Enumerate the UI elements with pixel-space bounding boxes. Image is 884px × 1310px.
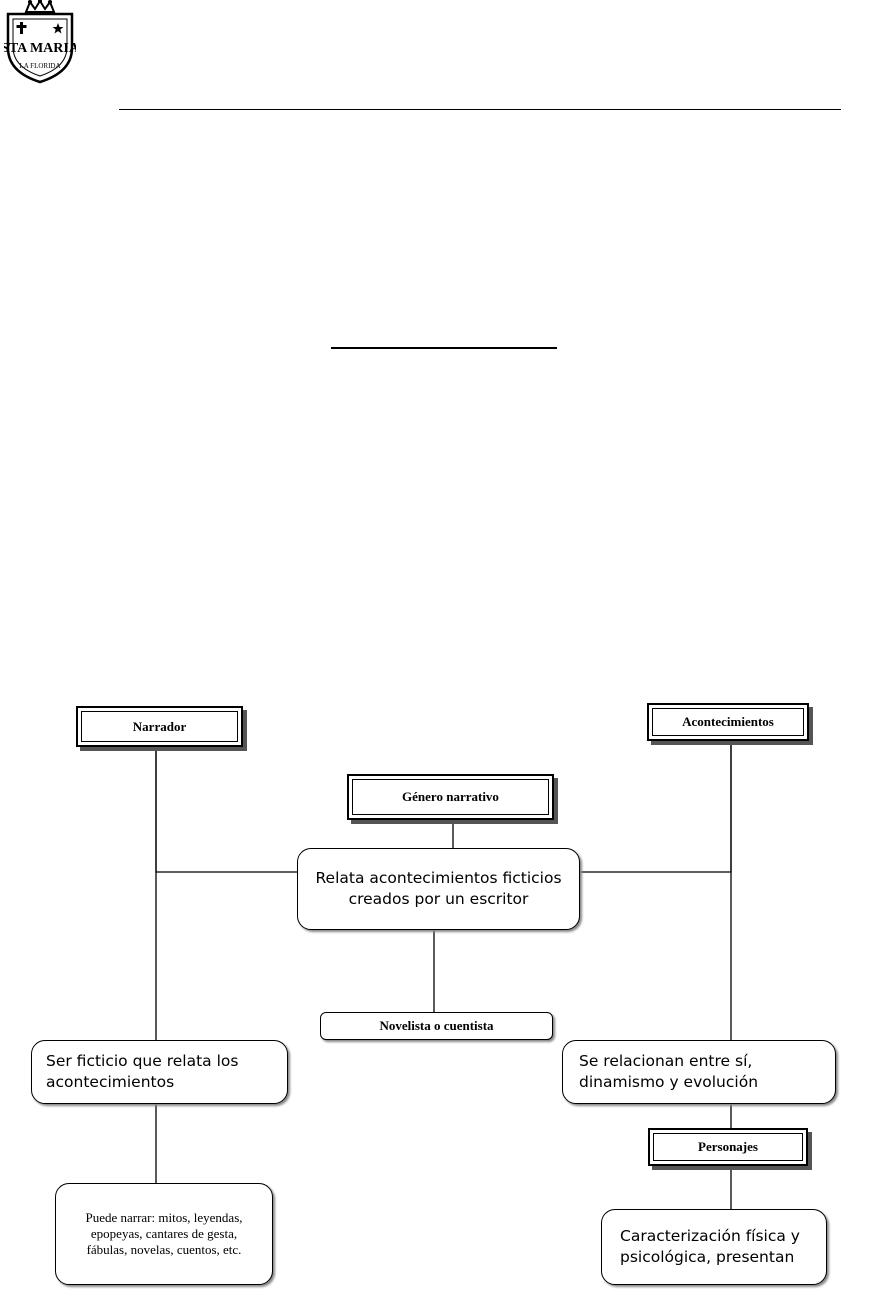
node-characters-title-label: Personajes bbox=[653, 1133, 803, 1161]
node-definition: Relata acontecimientos ficticios creados… bbox=[297, 848, 580, 930]
node-events-title: Acontecimientos bbox=[647, 703, 809, 741]
node-events-title-label: Acontecimientos bbox=[652, 708, 804, 736]
node-narrator-detail: Puede narrar: mitos, leyendas, epopeyas,… bbox=[55, 1183, 273, 1285]
node-narrator-description-text: Ser ficticio que relata los acontecimien… bbox=[46, 1052, 239, 1091]
logo-subtext: LA FLORIDA bbox=[19, 62, 60, 70]
title-underline bbox=[331, 347, 557, 349]
node-narrator-title: Narrador bbox=[76, 706, 243, 747]
node-characters-description-text: Caracterización física y psicológica, pr… bbox=[620, 1227, 800, 1266]
node-events-description-text: Se relacionan entre sí, dinamismo y evol… bbox=[579, 1052, 759, 1091]
node-characters-description: Caracterización física y psicológica, pr… bbox=[601, 1209, 827, 1285]
node-narrator-title-label: Narrador bbox=[81, 711, 238, 742]
school-crest-logo: STA MARIA LA FLORIDA bbox=[4, 0, 76, 84]
header-rule bbox=[119, 109, 841, 110]
node-author-text: Novelista o cuentista bbox=[379, 1018, 494, 1033]
node-root: Género narrativo bbox=[347, 774, 554, 820]
node-root-label: Género narrativo bbox=[352, 779, 549, 815]
node-events-description: Se relacionan entre sí, dinamismo y evol… bbox=[562, 1040, 836, 1104]
node-characters-title: Personajes bbox=[648, 1128, 808, 1166]
logo-text: STA MARIA bbox=[4, 41, 76, 56]
node-author: Novelista o cuentista bbox=[320, 1012, 553, 1040]
node-narrator-detail-text: Puede narrar: mitos, leyendas, epopeyas,… bbox=[85, 1210, 243, 1257]
node-narrator-description: Ser ficticio que relata los acontecimien… bbox=[31, 1040, 288, 1104]
node-definition-text: Relata acontecimientos ficticios creados… bbox=[315, 869, 562, 908]
